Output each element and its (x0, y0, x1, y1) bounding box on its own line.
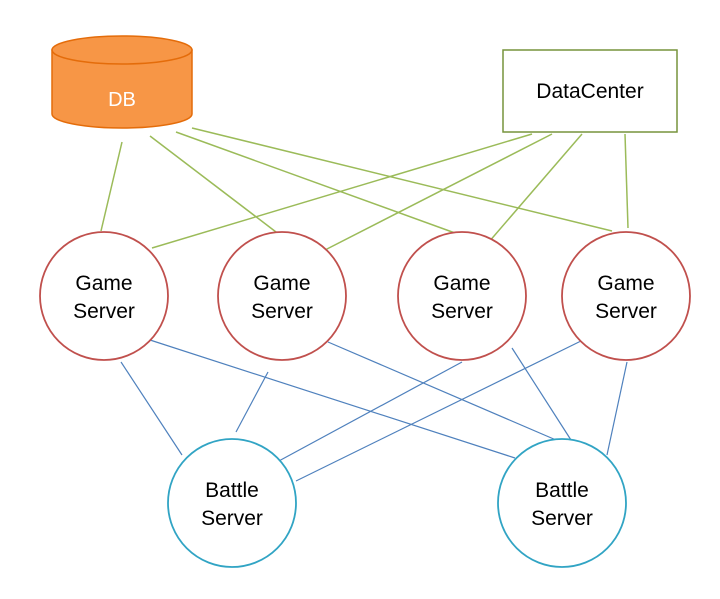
link-game2-battle1 (235, 371, 269, 433)
battle-server-1-line1: Battle (205, 479, 259, 502)
game-server-1: Game Server (39, 231, 169, 361)
link-dc-game-1 (151, 133, 533, 249)
link-game2-battle2 (327, 341, 564, 444)
game-server-2: Game Server (217, 231, 347, 361)
game-server-2-circle (217, 231, 347, 361)
battle-server-2-line2: Server (531, 507, 593, 530)
link-db-game-4 (191, 127, 613, 232)
game-server-2-line2: Server (251, 300, 313, 323)
battle-server-1: Battle Server (167, 438, 297, 568)
link-game1-battle1 (120, 361, 183, 456)
link-game3-battle1 (276, 361, 463, 463)
battle-server-1-line2: Server (201, 507, 263, 530)
game-server-3: Game Server (397, 231, 527, 361)
battle-server-2: Battle Server (497, 438, 627, 568)
game-server-2-line1: Game (253, 272, 310, 295)
game-server-4-line2: Server (595, 300, 657, 323)
green-links (100, 127, 629, 251)
battle-server-2-line1: Battle (535, 479, 589, 502)
datacenter-node: DataCenter (502, 49, 678, 133)
datacenter-box (502, 49, 678, 133)
link-db-game-1 (100, 141, 123, 232)
game-server-1-line1: Game (75, 272, 132, 295)
game-server-3-line2: Server (431, 300, 493, 323)
game-server-4-line1: Game (597, 272, 654, 295)
link-dc-game-3 (487, 133, 583, 244)
battle-server-1-circle (167, 438, 297, 568)
link-dc-game-4 (624, 133, 629, 229)
game-server-4: Game Server (561, 231, 691, 361)
link-game1-battle2 (149, 339, 516, 459)
game-server-3-line1: Game (433, 272, 490, 295)
db-label: DB (108, 89, 136, 111)
datacenter-label: DataCenter (536, 80, 643, 103)
game-server-1-line2: Server (73, 300, 135, 323)
game-server-4-circle (561, 231, 691, 361)
link-game4-battle2 (606, 361, 628, 456)
blue-links (120, 339, 628, 482)
db-node: DB (51, 35, 193, 129)
link-db-game-3 (175, 131, 456, 234)
battle-server-2-circle (497, 438, 627, 568)
game-server-3-circle (397, 231, 527, 361)
link-dc-game-2 (324, 133, 553, 251)
link-game4-battle1 (295, 339, 584, 482)
link-db-game-2 (149, 135, 277, 233)
db-cylinder-top (51, 35, 193, 65)
link-game3-battle2 (511, 347, 572, 441)
db-cylinder-body (51, 49, 193, 129)
game-server-1-circle (39, 231, 169, 361)
